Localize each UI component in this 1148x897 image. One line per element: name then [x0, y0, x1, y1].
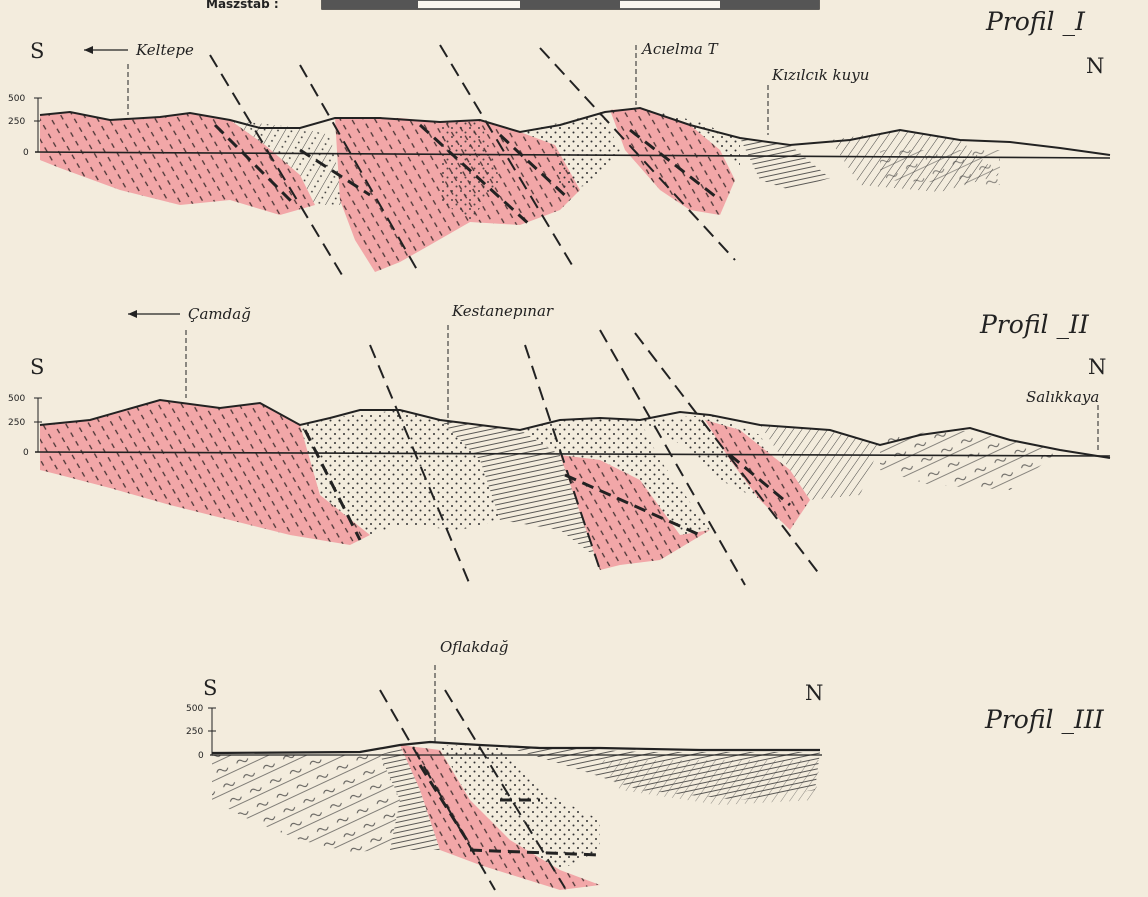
- profile-2-place-camdag: Çamdağ: [188, 305, 251, 323]
- profile-3: Profil _III S N 500 250 0 Oflakdağ: [186, 638, 1105, 890]
- profile-1-scale-0: 0: [23, 148, 29, 158]
- profile-1-north-label: N: [1086, 54, 1104, 78]
- profile-2-place-salikkaya: Salıkkaya: [1026, 388, 1099, 406]
- profile-2-place-kestanepinar: Kestanepınar: [451, 302, 554, 320]
- profile-2-elevation-scale: 500 250 0: [8, 394, 42, 458]
- profile-1-south-label: S: [30, 39, 44, 63]
- profile-2-kestanepinar-marker: Kestanepınar: [448, 302, 554, 425]
- profile-2-south-label: S: [30, 355, 44, 379]
- scale-bar-label: Maszstab :: [206, 0, 279, 11]
- profile-2-north-label: N: [1088, 355, 1106, 379]
- profile-3-title: Profil _III: [984, 705, 1105, 734]
- profile-1-scale-500: 500: [8, 94, 25, 104]
- profile-1-keltepe-marker: Keltepe: [84, 41, 194, 115]
- profile-1-scale-250: 250: [8, 117, 25, 127]
- profile-1-kizilcik-marker: Kızılcık kuyu: [768, 66, 869, 135]
- profile-3-scale-0: 0: [198, 751, 204, 761]
- profile-3-place-oflakdag: Oflakdağ: [440, 638, 508, 656]
- profile-1: Profil _I S N 500 250 0 Keltepe Acıelma …: [8, 7, 1110, 280]
- profile-2-title: Profil _II: [979, 310, 1090, 339]
- profile-3-elevation-scale: 500 250 0: [186, 704, 216, 761]
- profile-3-north-label: N: [805, 681, 823, 705]
- profile-2-cross-section: [35, 330, 1110, 585]
- profile-1-place-kizilcik: Kızılcık kuyu: [771, 66, 869, 84]
- profile-1-acielma-marker: Acıelma T: [636, 40, 719, 105]
- profile-3-scale-500: 500: [186, 704, 203, 714]
- profile-2-scale-250: 250: [8, 418, 25, 428]
- scale-bar: Maszstab :: [206, 0, 819, 11]
- profile-3-south-label: S: [203, 676, 217, 700]
- profile-1-place-keltepe: Keltepe: [135, 41, 194, 59]
- profile-3-cross-section: [210, 690, 822, 890]
- profile-1-title: Profil _I: [985, 7, 1086, 36]
- profile-1-cross-section: [35, 45, 1110, 280]
- profile-2-scale-0: 0: [23, 448, 29, 458]
- profile-1-place-acielma: Acıelma T: [640, 40, 719, 58]
- profile-2-scale-500: 500: [8, 394, 25, 404]
- profile-2-salikkaya-marker: Salıkkaya: [1026, 388, 1099, 450]
- profile-2-camdag-marker: Çamdağ: [128, 305, 251, 398]
- profile-2: Profil _II S N 500 250 0 Çamdağ Kestanep…: [8, 302, 1110, 585]
- profile-1-elevation-scale: 500 250 0: [8, 94, 42, 158]
- profile-3-scale-250: 250: [186, 727, 203, 737]
